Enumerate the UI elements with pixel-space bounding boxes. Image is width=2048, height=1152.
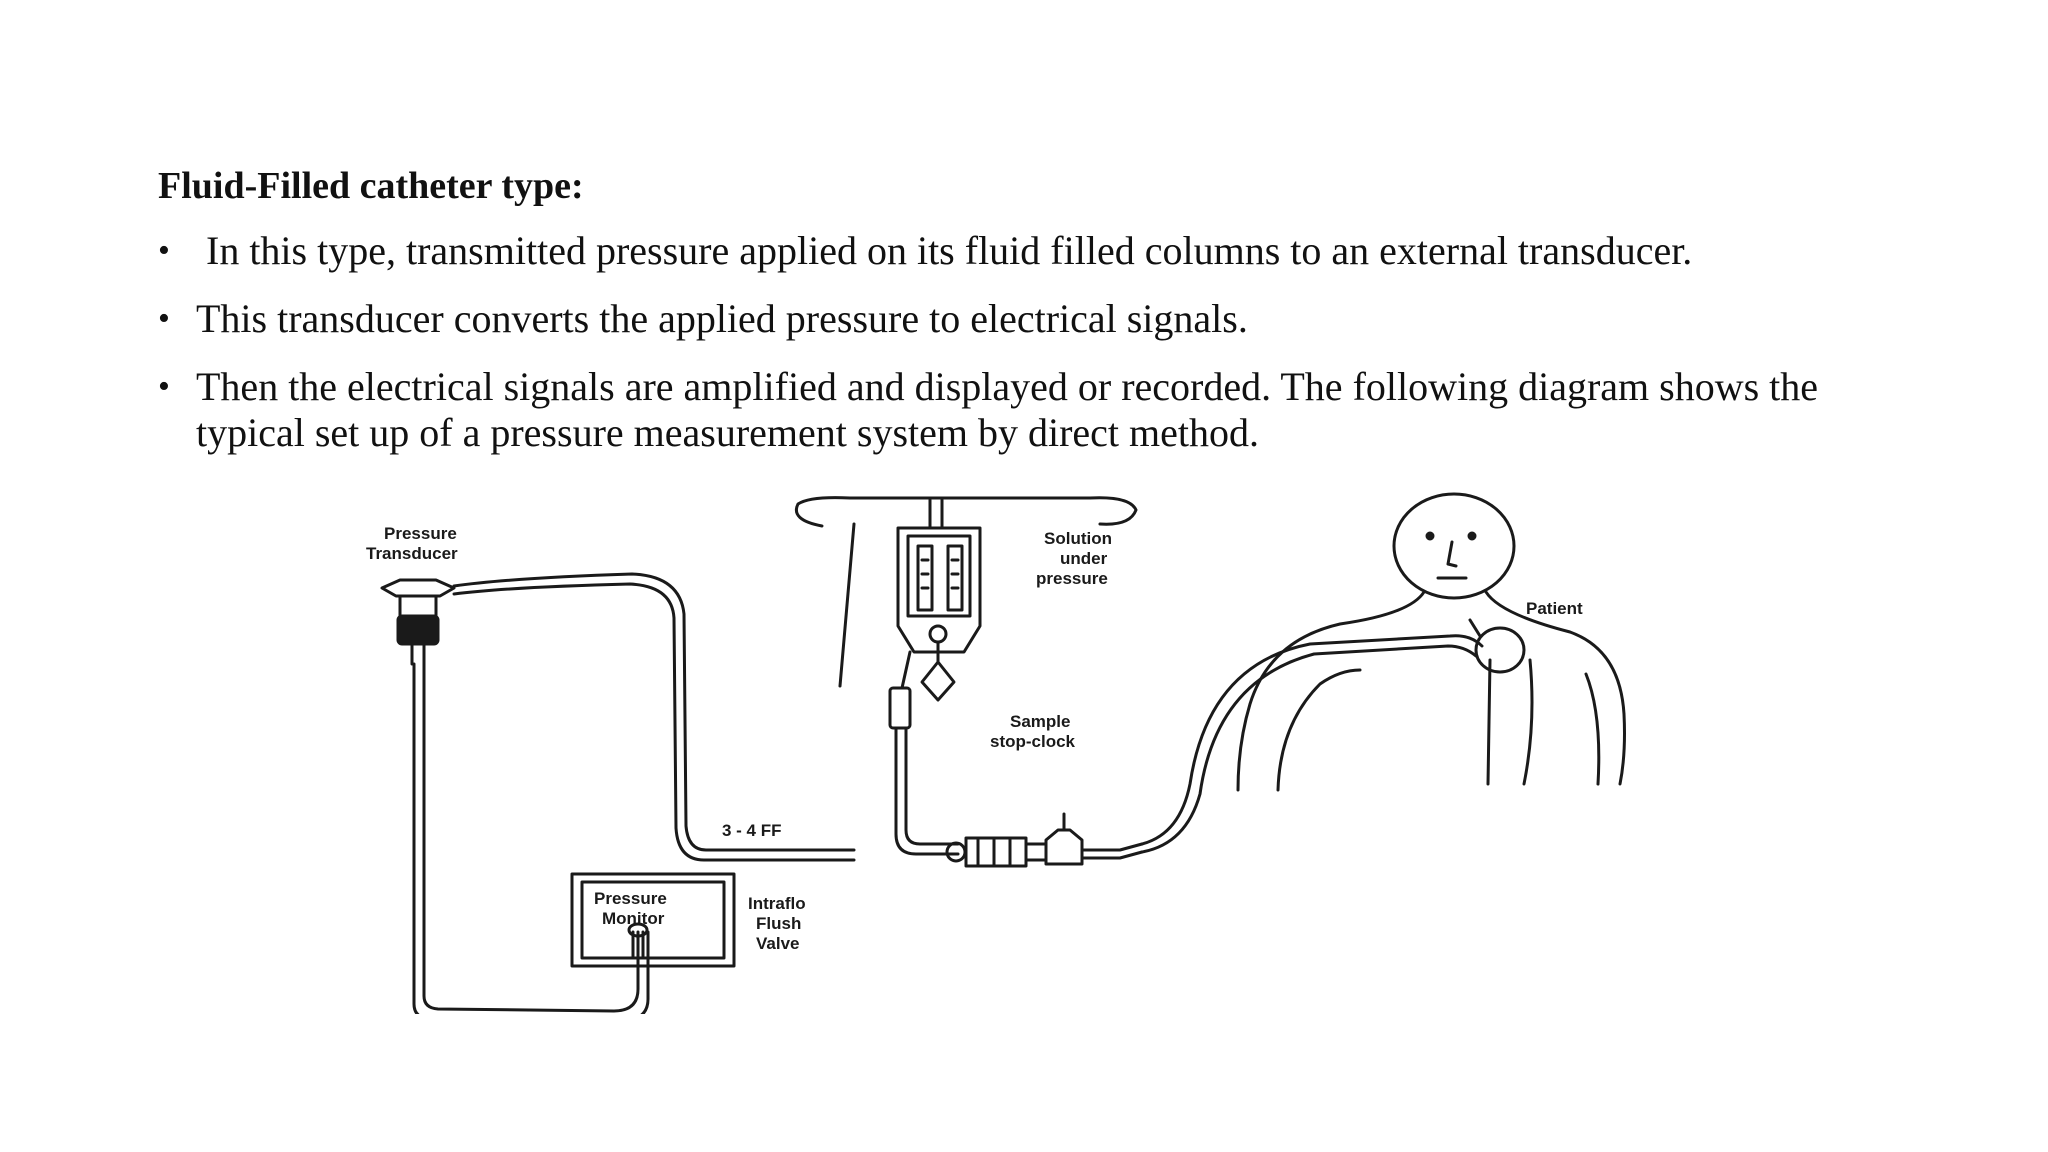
- solution-label: pressure: [1036, 569, 1108, 588]
- bullet-marker: •: [158, 232, 170, 269]
- patient-icon: [1236, 492, 1626, 792]
- catheter-size-label: 3 - 4 FF: [722, 821, 782, 840]
- bullet-marker: •: [158, 368, 170, 405]
- flush-valve-label: Flush: [756, 914, 801, 933]
- sample-label: stop-clock: [990, 732, 1076, 751]
- transducer-label: Transducer: [366, 544, 458, 563]
- monitor-label: Pressure: [594, 889, 667, 908]
- iv-pole-icon: [795, 496, 1138, 688]
- bullet-text: Then the electrical signals are amplifie…: [196, 364, 1819, 455]
- solution-label: Solution: [1044, 529, 1112, 548]
- bullet-marker: •: [158, 300, 170, 337]
- flush-valve-label: Intraflo: [748, 894, 806, 913]
- solution-label: under: [1060, 549, 1108, 568]
- pressure-monitor-icon: [570, 872, 736, 968]
- pressure-transducer-icon: [380, 572, 856, 1014]
- patient-label: Patient: [1526, 599, 1583, 618]
- catheter-line-icon: [1140, 634, 1484, 854]
- slide-heading: Fluid-Filled catheter type:: [158, 165, 584, 207]
- bullet-text: In this type, transmitted pressure appli…: [206, 228, 1693, 273]
- monitor-label: Monitor: [602, 909, 665, 928]
- solution-bag-icon: [888, 526, 982, 856]
- pressure-system-diagram: Pressure Transducer Solution under press…: [330, 484, 1640, 1014]
- diagram-svg: Pressure Transducer Solution under press…: [366, 492, 1626, 1014]
- transducer-label: Pressure: [384, 524, 457, 543]
- flush-valve-icon: [945, 812, 1144, 868]
- sample-label: Sample: [1010, 712, 1070, 731]
- bullet-text: This transducer converts the applied pre…: [196, 296, 1248, 341]
- flush-valve-label: Valve: [756, 934, 800, 953]
